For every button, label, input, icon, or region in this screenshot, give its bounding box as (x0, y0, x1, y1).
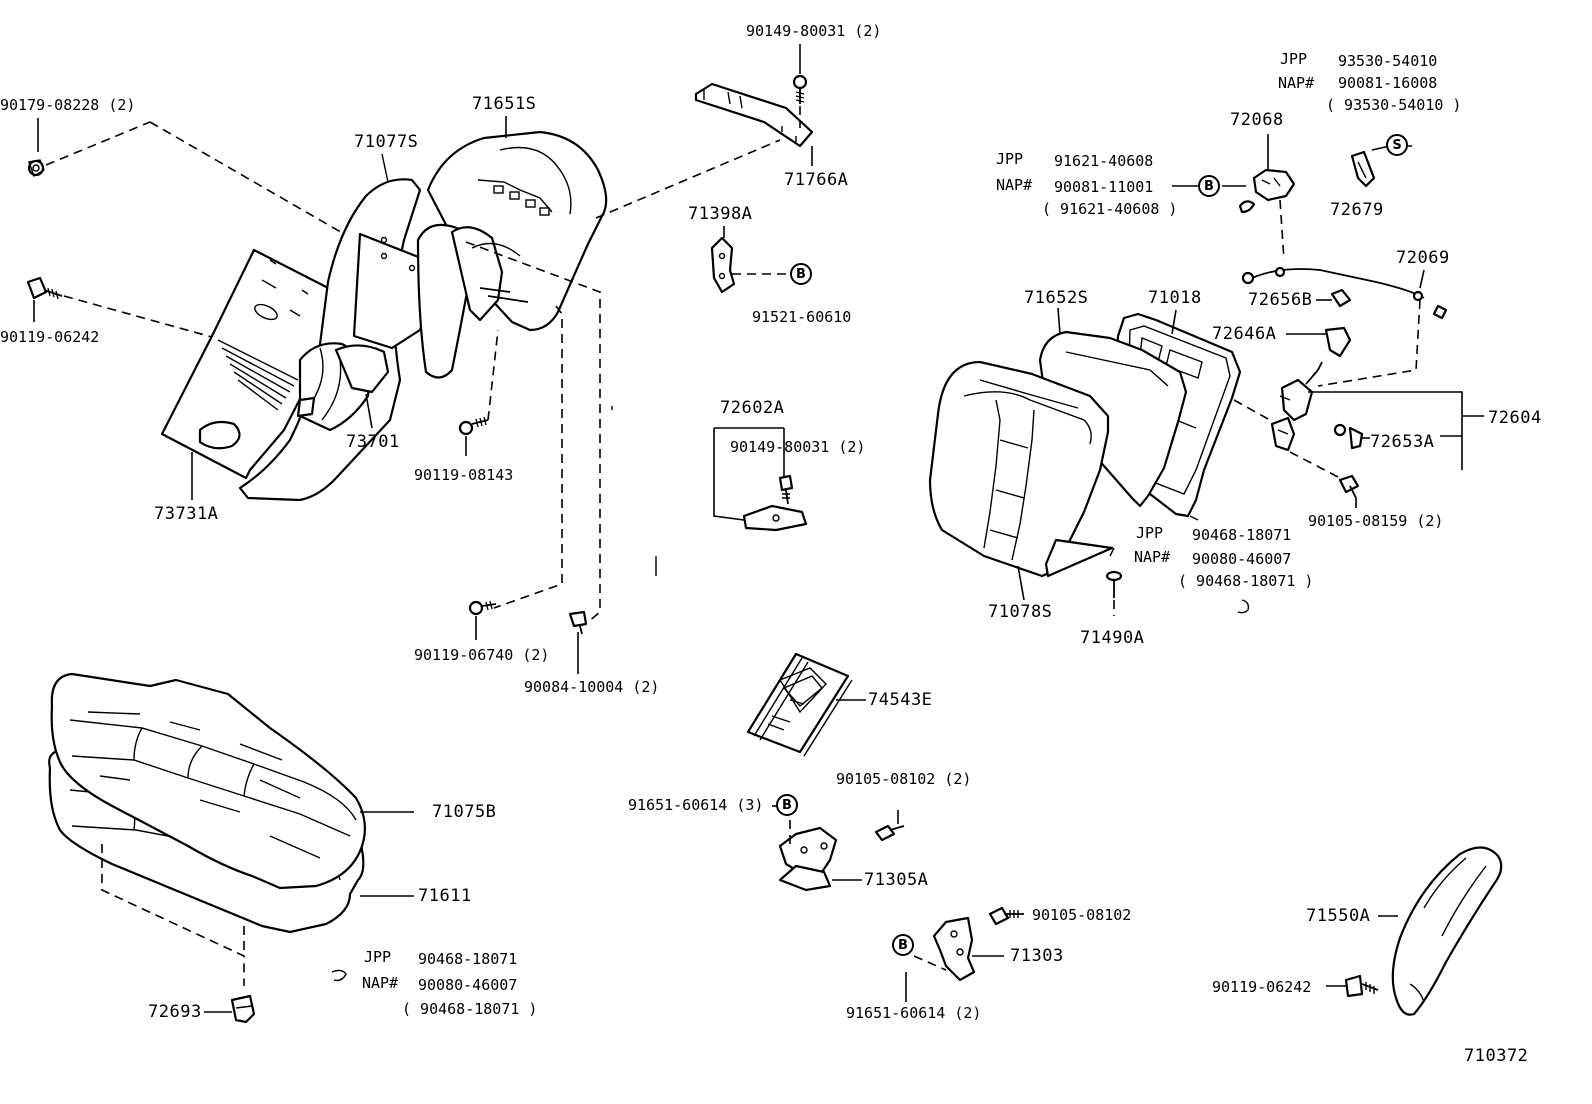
bracket-72602A (713, 427, 808, 532)
bolt-90119-06242-right (1326, 974, 1379, 998)
badge-b-91521: B (790, 263, 812, 285)
label-72656B: 72656B (1248, 290, 1313, 310)
label-72653A: 72653A (1370, 432, 1435, 452)
bolt-90105-08102-2 (874, 810, 905, 842)
label-72069: 72069 (1396, 248, 1450, 268)
badge-s-tr: S (1386, 134, 1408, 156)
bolt-90119-08143 (458, 416, 489, 436)
tr-nap-val: 90081-16008 (1338, 74, 1438, 92)
hinge-71305A (778, 820, 862, 892)
label-90119-06242-left: 90119-06242 (0, 328, 100, 346)
label-74543E: 74543E (868, 690, 933, 710)
label-72604: 72604 (1488, 408, 1542, 428)
label-72068: 72068 (1230, 110, 1284, 130)
support-73701 (334, 344, 390, 429)
label-90105-08102: 90105-08102 (1032, 906, 1132, 924)
label-71018: 71018 (1148, 288, 1202, 308)
label-71652S: 71652S (1024, 288, 1089, 308)
label-90105-08102-2: 90105-08102 (2) (836, 770, 972, 788)
label-90149-80031-mid: 90149-80031 (2) (730, 438, 866, 456)
lock-72604 (1270, 361, 1484, 470)
label-72693: 72693 (148, 1002, 202, 1022)
label-71611: 71611 (418, 886, 472, 906)
spring-72653A (1333, 423, 1370, 450)
bolt-90105-08102 (988, 906, 1024, 926)
bracket-71766A (694, 82, 814, 166)
nut-90179-08228 (27, 159, 45, 178)
badge-b-mr: B (1198, 175, 1220, 197)
label-90084-10004: 90084-10004 (2) (524, 678, 660, 696)
label-72602A: 72602A (720, 398, 785, 418)
tr-paren: ( 93530-54010 ) (1326, 96, 1462, 114)
label-71077S: 71077S (354, 132, 419, 152)
label-73731A: 73731A (154, 504, 219, 524)
tr-nap-label: NAP# (1278, 74, 1315, 92)
label-72679: 72679 (1330, 200, 1384, 220)
label-90105-08159: 90105-08159 (2) (1308, 512, 1444, 530)
clip-72693 (204, 994, 256, 1024)
bolt-90149-80031-top (792, 44, 808, 128)
label-90119-08143: 90119-08143 (414, 466, 514, 484)
mr-jpp-val: 91621-40608 (1054, 152, 1154, 170)
label-71398A: 71398A (688, 204, 753, 224)
label-90119-06242-right: 90119-06242 (1212, 978, 1312, 996)
lock-72068 (1238, 134, 1296, 261)
label-72646A: 72646A (1212, 324, 1277, 344)
cr-nap-label: NAP# (1134, 548, 1171, 566)
label-71075B: 71075B (432, 802, 497, 822)
bl-jpp-label: JPP (364, 948, 392, 966)
bolt-90105-08159 (1338, 474, 1360, 508)
mr-nap-val: 90081-11001 (1054, 178, 1154, 196)
cr-jpp-label: JPP (1136, 524, 1164, 542)
label-71303: 71303 (1010, 946, 1064, 966)
cr-nap-val: 90080-46007 (1192, 550, 1292, 568)
cr-paren: ( 90468-18071 ) (1178, 572, 1314, 590)
bl-nap-label: NAP# (362, 974, 399, 992)
bl-nap-val: 90080-46007 (418, 976, 518, 994)
badge-b-71303: B (892, 934, 914, 956)
label-91521-60610: 91521-60610 (752, 308, 852, 326)
label-73701: 73701 (346, 432, 400, 452)
label-71305A: 71305A (864, 870, 929, 890)
pin-72656B (1316, 288, 1352, 308)
cr-jpp-val: 90468-18071 (1192, 526, 1292, 544)
cable-72069 (1241, 266, 1448, 320)
booklet-74543E (746, 652, 866, 757)
cushion-71652S (1038, 307, 1188, 508)
bracket-72679 (1350, 145, 1391, 188)
diagram-id: 710372 (1464, 1046, 1529, 1066)
cushion-71078S (928, 360, 1114, 601)
hinge-71303 (913, 916, 1004, 982)
cover-73731A (160, 248, 338, 500)
tr-jpp-label: JPP (1280, 50, 1308, 68)
bl-paren: ( 90468-18071 ) (402, 1000, 538, 1018)
label-91651-60614-2: 91651-60614 (2) (846, 1004, 982, 1022)
bl-jpp-val: 90468-18071 (418, 950, 518, 968)
label-90119-06740: 90119-06740 (2) (414, 646, 550, 664)
cushion-71651S (416, 116, 608, 379)
label-90179-08228: 90179-08228 (2) (0, 96, 136, 114)
seat-71075B (50, 672, 414, 890)
tr-jpp-val: 93530-54010 (1338, 52, 1438, 70)
badge-b-71305: B (776, 794, 798, 816)
label-71490A: 71490A (1080, 628, 1145, 648)
bolt-90119-06740 (468, 600, 497, 616)
cover-72646A (1286, 326, 1352, 358)
label-71550A: 71550A (1306, 906, 1371, 926)
armrest-71550A (1378, 846, 1503, 1016)
mr-jpp-label: JPP (996, 150, 1024, 168)
bolt-90084-10004 (568, 610, 588, 635)
mr-paren: ( 91621-40608 ) (1042, 200, 1178, 218)
label-71078S: 71078S (988, 602, 1053, 622)
label-71766A: 71766A (784, 170, 849, 190)
label-90149-80031-top: 90149-80031 (2) (746, 22, 882, 40)
label-71651S: 71651S (472, 94, 537, 114)
label-91651-60614-3: 91651-60614 (3) (628, 796, 764, 814)
hinge-71398A (710, 226, 790, 294)
bolt-90119-06242-left (26, 276, 63, 300)
clip-71490A (1105, 570, 1123, 616)
mr-nap-label: NAP# (996, 176, 1033, 194)
